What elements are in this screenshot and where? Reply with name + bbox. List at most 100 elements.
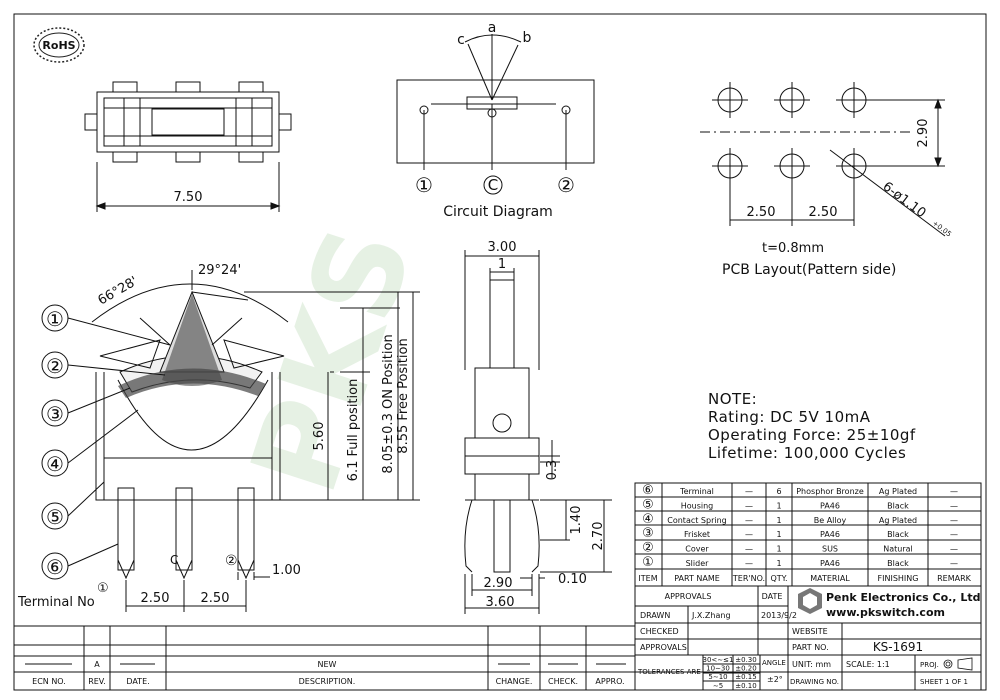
bom-header: ITEM PART NAME TER'NO. QTY. MATERIAL FIN… (638, 574, 971, 583)
bom-cell-rem: — (950, 487, 958, 496)
bom-cell-mat: Phosphor Bronze (796, 487, 864, 496)
tb-url: www.pkswitch.com (826, 606, 945, 619)
terminal-c: C (170, 553, 178, 567)
pcb-dim-250-a: 2.50 (747, 205, 776, 220)
pcb-hole-tol: +0.05 (931, 219, 953, 238)
front-bottom-dims (125, 572, 270, 612)
svg-text:⑥: ⑥ (46, 555, 64, 579)
side-dim-140: 1.40 (569, 506, 584, 535)
bom-cell-mat: PA46 (820, 530, 840, 539)
bom-cell-item: ② (642, 541, 654, 556)
bom-cell-mat: PA46 (820, 559, 840, 568)
rev-appro: APPRO. (595, 677, 624, 686)
bom-cell-item: ① (642, 555, 654, 570)
rev-desc: DESCRIPTION. (299, 677, 356, 686)
pcb-hole-dim: 6-ø1.10 (880, 179, 929, 221)
tb-date: DATE (762, 592, 783, 601)
company-logo (798, 588, 822, 614)
title-block (634, 585, 982, 691)
tb-company: Penk Electronics Co., Ltd (826, 591, 980, 604)
bom-h-rem: REMARK (937, 574, 972, 583)
circuit-diagram (396, 34, 595, 170)
bom-cell-ter: — (745, 501, 753, 510)
circuit-terminal-1: ① (415, 173, 433, 197)
bom-cell-rem: — (950, 545, 958, 554)
bom-cell-mat: PA46 (820, 501, 840, 510)
top-view (84, 81, 292, 212)
bom-cell-rem: — (950, 559, 958, 568)
tb-approvals: APPROVALS (665, 592, 712, 601)
callout-6: ⑥ (41, 543, 119, 580)
side-dim-1: 1 (498, 257, 506, 272)
tol-range: 30<∼≤1 (703, 656, 734, 664)
dim-full-position: 6.1 Full position (346, 379, 361, 482)
circuit-b: b (523, 30, 532, 46)
tb-website: WEBSITE (792, 627, 828, 636)
bom-h-mat: MATERIAL (810, 574, 850, 583)
bom-cell-part: Terminal (679, 487, 714, 496)
tb-proj: PROJ. (920, 661, 939, 669)
slider-mesh (162, 294, 222, 386)
bom-h-part: PART NAME (674, 574, 720, 583)
svg-text:③: ③ (46, 402, 64, 426)
drawing-frame (13, 13, 987, 691)
tol-range: 5∼10 (708, 673, 727, 681)
side-dim-03: 0.3 (545, 460, 560, 481)
rev-ecn: ECN NO. (32, 677, 66, 686)
bom-h-ter: TER'NO. (732, 574, 765, 583)
tb-angle-value: ±2° (767, 675, 783, 684)
callout-1: ① (41, 304, 171, 346)
tb-drawn-date: 2013/9/2 (761, 611, 797, 620)
rohs-text: RoHS (42, 39, 75, 52)
bom-cell-part: Slider (686, 559, 710, 568)
bom-cell-mat: Be Alloy (814, 516, 847, 525)
bom-cell-ter: — (745, 545, 753, 554)
contact-spring (118, 368, 266, 398)
svg-text:①: ① (46, 307, 64, 331)
svg-text:⑤: ⑤ (46, 505, 64, 529)
tol-range: 10∼30 (706, 665, 730, 673)
bom-h-qty: QTY. (771, 574, 788, 583)
notes: NOTE: Rating: DC 5V 10mA Operating Force… (708, 390, 915, 462)
bom-cell-fin: Ag Plated (879, 516, 917, 525)
tol-range: ∼5 (713, 682, 723, 690)
circuit-title: Circuit Diagram (443, 204, 553, 220)
dim-560: 5.60 (312, 422, 327, 451)
bom-cell-part: Housing (681, 501, 714, 510)
bom-cell-fin: Black (887, 501, 909, 510)
circuit-terminal-c: C (488, 176, 498, 194)
callout-3: ③ (41, 387, 131, 427)
bom-cell-part: Contact Spring (667, 516, 726, 525)
bom-cell-fin: Natural (883, 545, 913, 554)
tb-unit: UNIT: mm (792, 660, 831, 669)
bom-cell-rem: — (950, 530, 958, 539)
tb-drawn: DRAWN (640, 611, 670, 620)
tol-value: ±0.10 (735, 682, 756, 690)
callout-4: ④ (41, 409, 139, 477)
dim-on-position: 8.05±0.3 ON Position (381, 334, 396, 473)
side-dim-010: 0.10 (558, 572, 587, 587)
pcb-dim-250-b: 2.50 (809, 205, 838, 220)
rev-a: A (94, 660, 100, 669)
bom-cell-qty: 6 (776, 487, 781, 496)
circuit-a: a (488, 20, 497, 36)
terminal-2: ② (225, 553, 238, 569)
tol-value: ±0.15 (735, 673, 756, 681)
bom-cell-qty: 1 (776, 530, 781, 539)
bom-cell-part: Cover (685, 545, 709, 554)
tb-angle: ANGLE (762, 659, 786, 667)
tb-checked: CHECKED (640, 627, 679, 636)
tb-partno: KS-1691 (873, 640, 923, 654)
note-rating: Rating: DC 5V 10mA (708, 408, 871, 426)
tb-scale: SCALE: 1:1 (846, 660, 890, 669)
front-vertical-dims (244, 291, 420, 501)
bom-h-fin: FINISHING (878, 574, 919, 583)
pcb-dim-290: 2.90 (916, 119, 931, 148)
circuit-terminal-2: ② (557, 173, 575, 197)
dim-100: 1.00 (272, 563, 301, 578)
side-dim-290: 2.90 (484, 576, 513, 591)
tol-value: ±0.30 (735, 656, 756, 664)
